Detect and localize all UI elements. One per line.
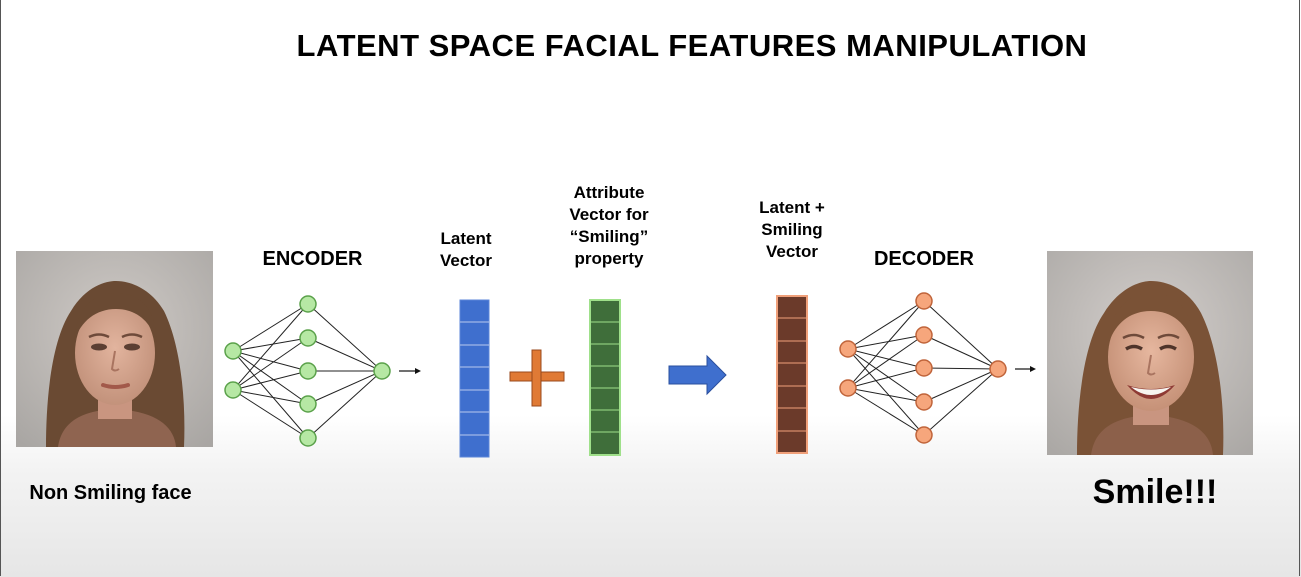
latent-vector-bar <box>459 299 490 458</box>
encoder-input-node <box>224 381 242 399</box>
decoder-nodes <box>839 292 1007 444</box>
attribute-vector-label: Attribute Vector for “Smiling” property <box>569 183 649 269</box>
encoder-output-node <box>373 362 391 380</box>
encoder-input-node <box>224 342 242 360</box>
encoder-hidden-node <box>299 295 317 313</box>
combined-vector-bar <box>776 295 808 454</box>
encoder-hidden-node <box>299 362 317 380</box>
right-arrow-icon <box>668 354 727 396</box>
input-face-image <box>16 251 213 447</box>
attribute-vector-bar <box>589 299 621 456</box>
plus-icon <box>509 349 565 407</box>
encoder-hidden-node <box>299 395 317 413</box>
encoder-label: ENCODER <box>262 248 363 270</box>
decoder-network <box>847 300 999 436</box>
encoder-output-arrow <box>399 368 421 374</box>
face-neutral-icon <box>16 251 213 447</box>
encoder-hidden-node <box>299 329 317 347</box>
decoder-hidden-node <box>915 426 933 444</box>
decoder-output-node <box>989 360 1007 378</box>
decoder-hidden-node <box>915 393 933 411</box>
decoder-hidden-node <box>915 359 933 377</box>
decoder-input-node <box>839 340 857 358</box>
latent-vector-label: Latent Vector <box>440 229 492 271</box>
decoder-hidden-node <box>915 326 933 344</box>
face-smiling-icon <box>1047 251 1253 455</box>
decoder-hidden-node <box>915 292 933 310</box>
output-face-image <box>1047 251 1253 455</box>
encoder-hidden-node <box>299 429 317 447</box>
decoder-label: DECODER <box>873 248 974 270</box>
encoder-nodes <box>224 295 391 447</box>
output-caption: Smile!!! <box>1092 473 1218 511</box>
encoder-network <box>232 303 383 439</box>
page-title: LATENT SPACE FACIAL FEATURES MANIPULATIO… <box>296 28 1088 63</box>
decoder-output-arrow <box>1015 366 1036 372</box>
decoder-input-node <box>839 379 857 397</box>
latent-plus-smiling-label: Latent + Smiling Vector <box>759 198 825 262</box>
input-caption: Non Smiling face <box>29 482 192 504</box>
